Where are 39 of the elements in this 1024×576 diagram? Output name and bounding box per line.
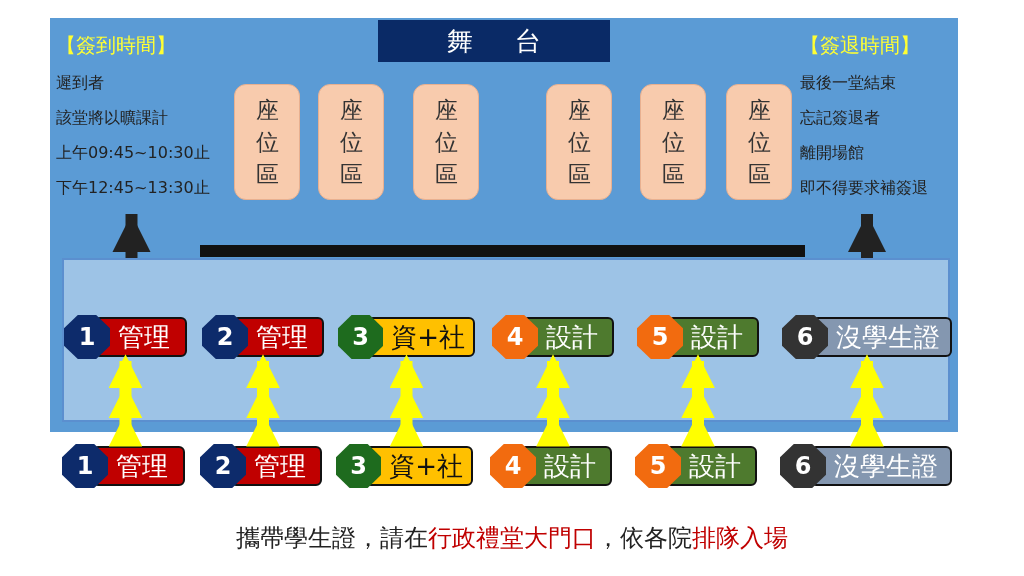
arrow [850,354,884,447]
number-badge: 2 [202,315,248,359]
seating-block: 座位區 [640,84,706,200]
number-badge: 6 [780,444,826,488]
arrow [681,354,715,447]
seating-block: 座位區 [546,84,612,200]
number-badge: 5 [637,315,683,359]
stage-box: 舞台 [378,20,610,62]
number-badge: 1 [62,444,108,488]
queue-area [62,258,950,422]
notice-line: 下午12:45~13:30止 [56,177,211,199]
arrow [246,354,280,447]
notice-heading: 【簽到時間】 [56,32,177,59]
arrow [109,354,142,447]
arrow [112,214,151,258]
notice-line: 遲到者 [56,72,105,94]
notice-line: 上午09:45~10:30止 [56,142,211,164]
seating-block: 座位區 [318,84,384,200]
number-badge: 4 [492,315,538,359]
number-badge: 4 [490,444,536,488]
number-badge: 5 [635,444,681,488]
number-badge: 3 [336,444,382,488]
notice-line: 最後一堂結束 [800,72,897,94]
notice-line: 即不得要求補簽退 [800,177,929,199]
caption: 攜帶學生證，請在行政禮堂大門口，依各院排隊入場 [235,523,789,554]
number-badge: 1 [64,315,110,359]
notice-line: 離開場館 [800,142,865,164]
number-badge: 3 [338,315,384,359]
notice-line: 忘記簽退者 [800,107,881,129]
seating-block: 座位區 [726,84,792,200]
arrow [847,214,887,258]
notice-heading: 【簽退時間】 [800,32,921,59]
arrow [536,354,570,447]
notice-line: 該堂將以曠課計 [56,107,169,129]
number-badge: 2 [200,444,246,488]
seating-block: 座位區 [413,84,479,200]
seating-block: 座位區 [234,84,300,200]
arrow [390,354,423,447]
number-badge: 6 [782,315,828,359]
